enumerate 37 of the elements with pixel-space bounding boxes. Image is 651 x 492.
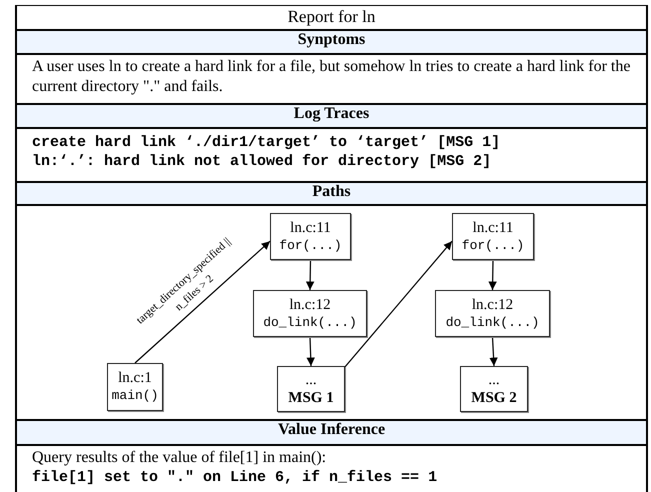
- section-heading: Synptoms: [296, 31, 366, 49]
- code-text: for(...): [460, 236, 526, 254]
- code-line: ln:‘.’: hard link not allowed for directory [MSG 2]: [32, 152, 492, 172]
- code-text: for(...): [278, 236, 343, 254]
- code-line: file[1] set to "." on Line 6, if n_files == 1: [32, 468, 438, 488]
- code-line: create hard link ‘./dir1/target’ to ‘target’ [MSG 1]: [32, 133, 502, 153]
- section-heading: Paths: [311, 183, 352, 201]
- source-location: ln.c:12: [470, 296, 514, 314]
- code-location-box: [270, 213, 351, 260]
- source-location: ln.c:1: [117, 369, 153, 387]
- ellipsis-text: ...: [487, 371, 501, 389]
- code-location-box: [435, 290, 550, 337]
- body-text: Query results of the value of file[1] in main():: [32, 448, 328, 468]
- arrow: [488, 260, 497, 290]
- code-text: main(): [110, 387, 160, 405]
- code-text: do_link(...): [262, 314, 358, 332]
- code-location-box: [253, 290, 367, 337]
- body-text: A user uses ln to create a hard link for a file, but somehow ln tries to create a hard link for the current directory "." and fails.: [32, 57, 632, 97]
- source-location: ln.c:11: [289, 218, 332, 236]
- arrow: [306, 336, 315, 366]
- code-location-box: [452, 213, 534, 260]
- section-heading: Value Inference: [276, 421, 386, 439]
- source-location: ln.c:12: [288, 296, 332, 314]
- code-text: do_link(...): [444, 314, 540, 332]
- message-box: [460, 366, 528, 412]
- code-location-box: [107, 363, 163, 411]
- section-heading: Log Traces: [292, 105, 370, 123]
- arrow: [489, 336, 498, 366]
- report-title: Report for ln: [286, 7, 376, 27]
- arrow: [344, 240, 452, 368]
- message-name: MSG 2: [470, 389, 518, 407]
- message-name: MSG 1: [287, 389, 335, 407]
- ellipsis-text: ...: [304, 371, 318, 389]
- source-location: ln.c:11: [472, 218, 514, 236]
- arrow: [306, 260, 314, 290]
- arrow: [134, 240, 270, 364]
- message-box: [277, 366, 345, 412]
